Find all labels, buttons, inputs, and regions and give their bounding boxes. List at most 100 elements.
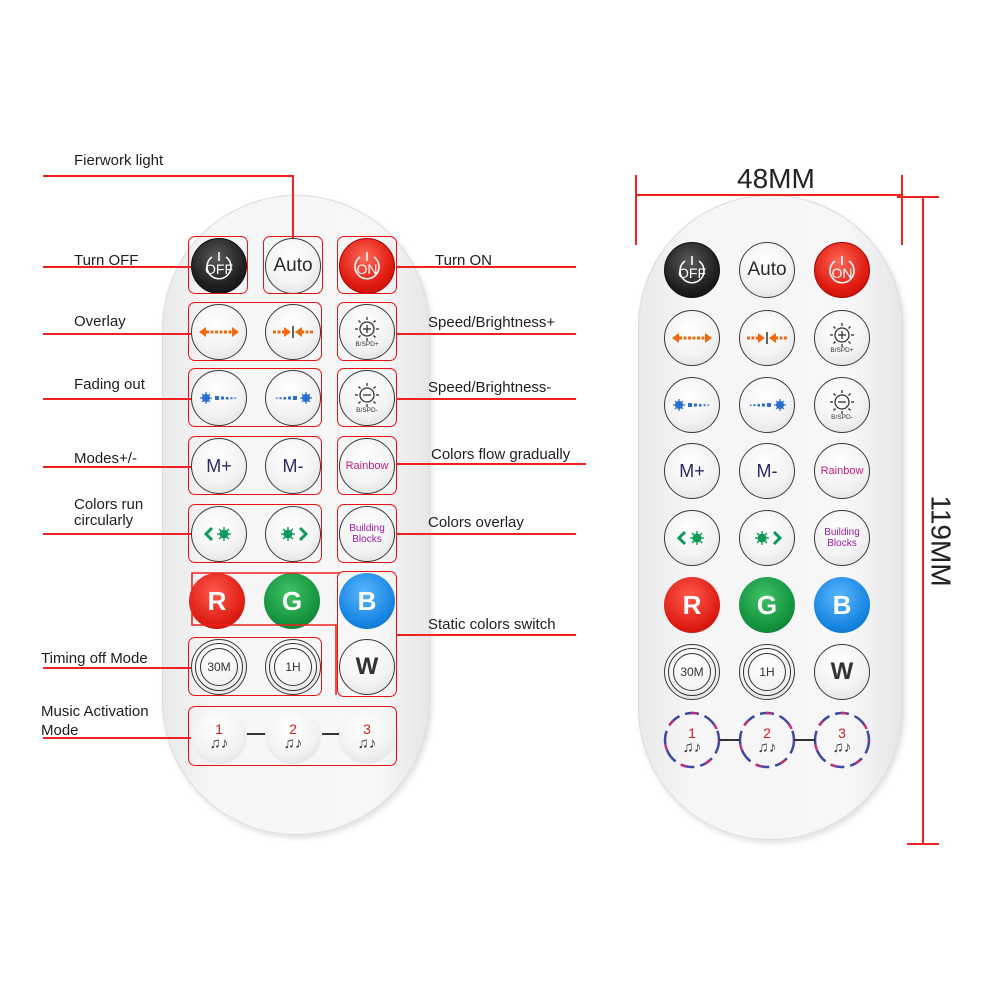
run-left-button-2[interactable]	[664, 510, 720, 566]
off-button[interactable]: OFF	[191, 238, 247, 294]
overlay-right-button[interactable]	[265, 304, 321, 360]
speed-plus-button-2[interactable]: B/SPD+	[814, 310, 870, 366]
timer-30m-label: 30M	[200, 648, 238, 686]
music-note-icon: ♫♪	[209, 734, 229, 752]
white-button[interactable]: W	[339, 639, 395, 695]
highlight-timing	[188, 637, 322, 696]
on-label: ON	[356, 261, 378, 277]
music-2-label: 2	[289, 720, 297, 737]
fade-right-button[interactable]	[265, 370, 321, 426]
on-button-2[interactable]: ON	[814, 242, 870, 298]
off-button-2[interactable]: OFF	[664, 242, 720, 298]
timer-1h-label-2: 1H	[748, 653, 786, 691]
overlay-left-button-2[interactable]	[664, 310, 720, 366]
power-icon	[206, 252, 232, 280]
music-3-button-2[interactable]: 3 ♫♪	[814, 712, 870, 768]
music-2-button-2[interactable]: 2 ♫♪	[739, 712, 795, 768]
highlight-music	[188, 706, 397, 766]
label-overlay: Overlay	[74, 313, 126, 330]
overlay-left-button[interactable]	[191, 304, 247, 360]
highlight-building	[337, 504, 397, 563]
mode-plus-label: M+	[206, 455, 232, 476]
red-button-2[interactable]: R	[664, 577, 720, 633]
fade-left-button-2[interactable]	[664, 377, 720, 433]
on-button[interactable]: ON	[339, 238, 395, 294]
height-dimension-label: 119MM	[925, 495, 957, 587]
red-button[interactable]: R	[189, 573, 245, 629]
rainbow-button-2[interactable]: Rainbow	[814, 443, 870, 499]
callout-line-firework	[43, 175, 293, 177]
run-right-button-2[interactable]	[739, 510, 795, 566]
music-note-icon: ♫♪	[832, 738, 852, 756]
highlight-run	[188, 504, 322, 563]
timer-outer-ring: 1H	[743, 648, 791, 696]
timer-outer-ring: 30M	[668, 648, 716, 696]
timer-1h-button-2[interactable]: 1H	[739, 644, 795, 700]
speed-plus-button[interactable]: B/SPD+	[339, 304, 395, 360]
music-1-button-2[interactable]: 1 ♫♪	[664, 712, 720, 768]
label-colors-overlay: Colors overlay	[428, 514, 524, 531]
building-blocks-button[interactable]: Building Blocks	[339, 506, 395, 562]
white-button-2[interactable]: W	[814, 644, 870, 700]
label-speed-minus: Speed/Brightness-	[428, 379, 552, 396]
auto-button[interactable]: Auto	[265, 238, 321, 294]
building-blocks-button-2[interactable]: Building Blocks	[814, 510, 870, 566]
mode-minus-button[interactable]: M-	[265, 438, 321, 494]
highlight-auto	[263, 236, 323, 294]
timer-30m-button[interactable]: 30M	[191, 639, 247, 695]
power-icon	[354, 252, 380, 280]
green-button[interactable]: G	[264, 573, 320, 629]
run-right-button[interactable]	[265, 506, 321, 562]
blue-button[interactable]: B	[339, 573, 395, 629]
music-1-label: 1	[215, 720, 223, 737]
label-music: Music Activation Mode	[41, 703, 149, 739]
green-button-2[interactable]: G	[739, 577, 795, 633]
mode-minus-label-2: M-	[756, 460, 778, 481]
mode-minus-label: M-	[282, 455, 304, 476]
speed-minus-button[interactable]: B/SPD-	[339, 370, 395, 426]
overlay-right-button-2[interactable]	[739, 310, 795, 366]
timer-outer-ring: 30M	[195, 643, 243, 691]
brightness-plus-icon	[355, 317, 379, 341]
music-1-button[interactable]: 1 ♫♪	[191, 708, 247, 764]
width-dimension-tick-right	[901, 175, 903, 245]
music-note-icon: ♫♪	[757, 738, 777, 756]
callout-line-music	[43, 737, 191, 739]
fade-right-button-2[interactable]	[739, 377, 795, 433]
callout-line-modes	[43, 466, 191, 468]
height-dimension-tick-top	[897, 196, 939, 198]
auto-label-2: Auto	[747, 259, 787, 280]
arrow-inward-icon	[747, 332, 787, 344]
music-3-button[interactable]: 3 ♫♪	[339, 708, 395, 764]
arrow-inward-icon	[273, 326, 313, 338]
blue-button-2[interactable]: B	[814, 577, 870, 633]
highlight-modes	[188, 436, 322, 495]
width-dimension-label: 48MM	[737, 163, 815, 194]
mode-plus-button-2[interactable]: M+	[664, 443, 720, 499]
timer-outer-ring: 1H	[269, 643, 317, 691]
mode-plus-button[interactable]: M+	[191, 438, 247, 494]
callout-line-speed-plus	[396, 333, 576, 335]
run-right-icon	[281, 526, 309, 542]
fade-left-button[interactable]	[191, 370, 247, 426]
callout-line-colors-run	[43, 533, 191, 535]
label-timing: Timing off Mode	[41, 650, 148, 667]
label-speed-plus: Speed/Brightness+	[428, 314, 556, 331]
static-colors-outline	[191, 572, 340, 695]
auto-button-2[interactable]: Auto	[739, 242, 795, 298]
run-left-button[interactable]	[191, 506, 247, 562]
music-2-button[interactable]: 2 ♫♪	[265, 708, 321, 764]
speed-minus-button-2[interactable]: B/SPD-	[814, 377, 870, 433]
rainbow-button[interactable]: Rainbow	[339, 438, 395, 494]
mode-minus-button-2[interactable]: M-	[739, 443, 795, 499]
width-dimension-tick-left	[635, 175, 637, 245]
rainbow-label: Rainbow	[345, 460, 389, 472]
highlight-speed-plus	[337, 302, 397, 361]
music-3-label: 3	[363, 720, 371, 737]
label-firework: Fierwork light	[74, 152, 164, 169]
height-dimension-tick-bottom	[907, 843, 939, 845]
timer-30m-button-2[interactable]: 30M	[664, 644, 720, 700]
music-connector-lines	[246, 733, 342, 735]
brightness-minus-icon	[830, 390, 854, 414]
timer-1h-button[interactable]: 1H	[265, 639, 321, 695]
